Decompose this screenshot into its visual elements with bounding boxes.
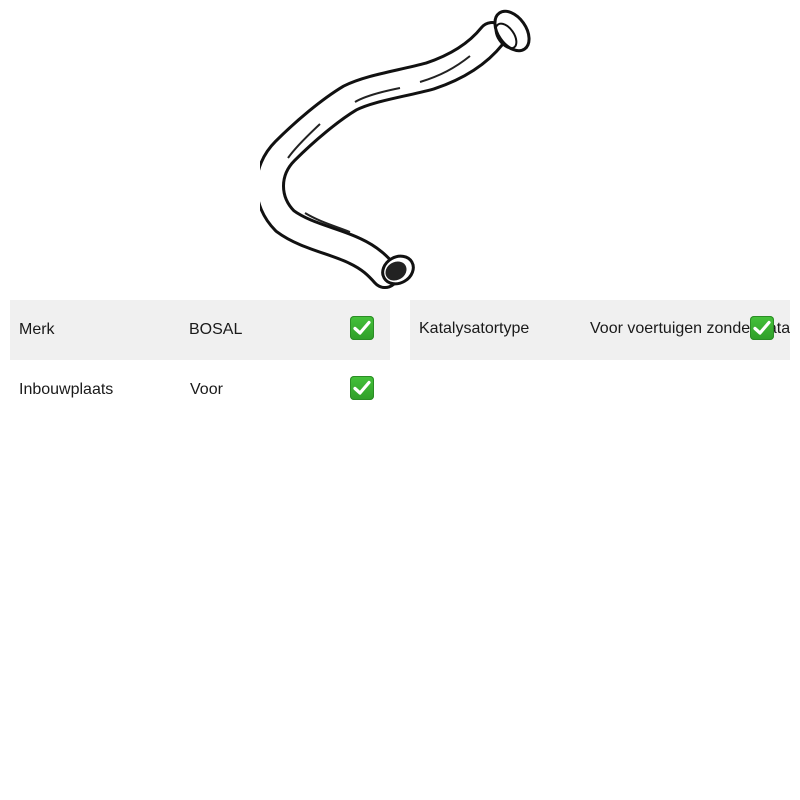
spec-row-catalyst-type: Katalysatortype Voor voertuigen zonder k… (410, 300, 790, 360)
spec-value: Voor voertuigen zonder katalysator (590, 320, 790, 337)
spec-value: Voor (190, 381, 223, 398)
spec-label: Katalysatortype (419, 320, 530, 337)
spec-value: BOSAL (189, 321, 243, 338)
check-icon (350, 316, 374, 340)
spec-label: Inbouwplaats (19, 381, 114, 398)
exhaust-pipe-image (260, 6, 550, 294)
spec-row-position: Inbouwplaats Voor (10, 360, 390, 420)
spec-row-brand: Merk BOSAL (10, 300, 390, 360)
check-icon (750, 316, 774, 340)
check-icon (350, 376, 374, 400)
spec-label: Merk (19, 321, 55, 338)
